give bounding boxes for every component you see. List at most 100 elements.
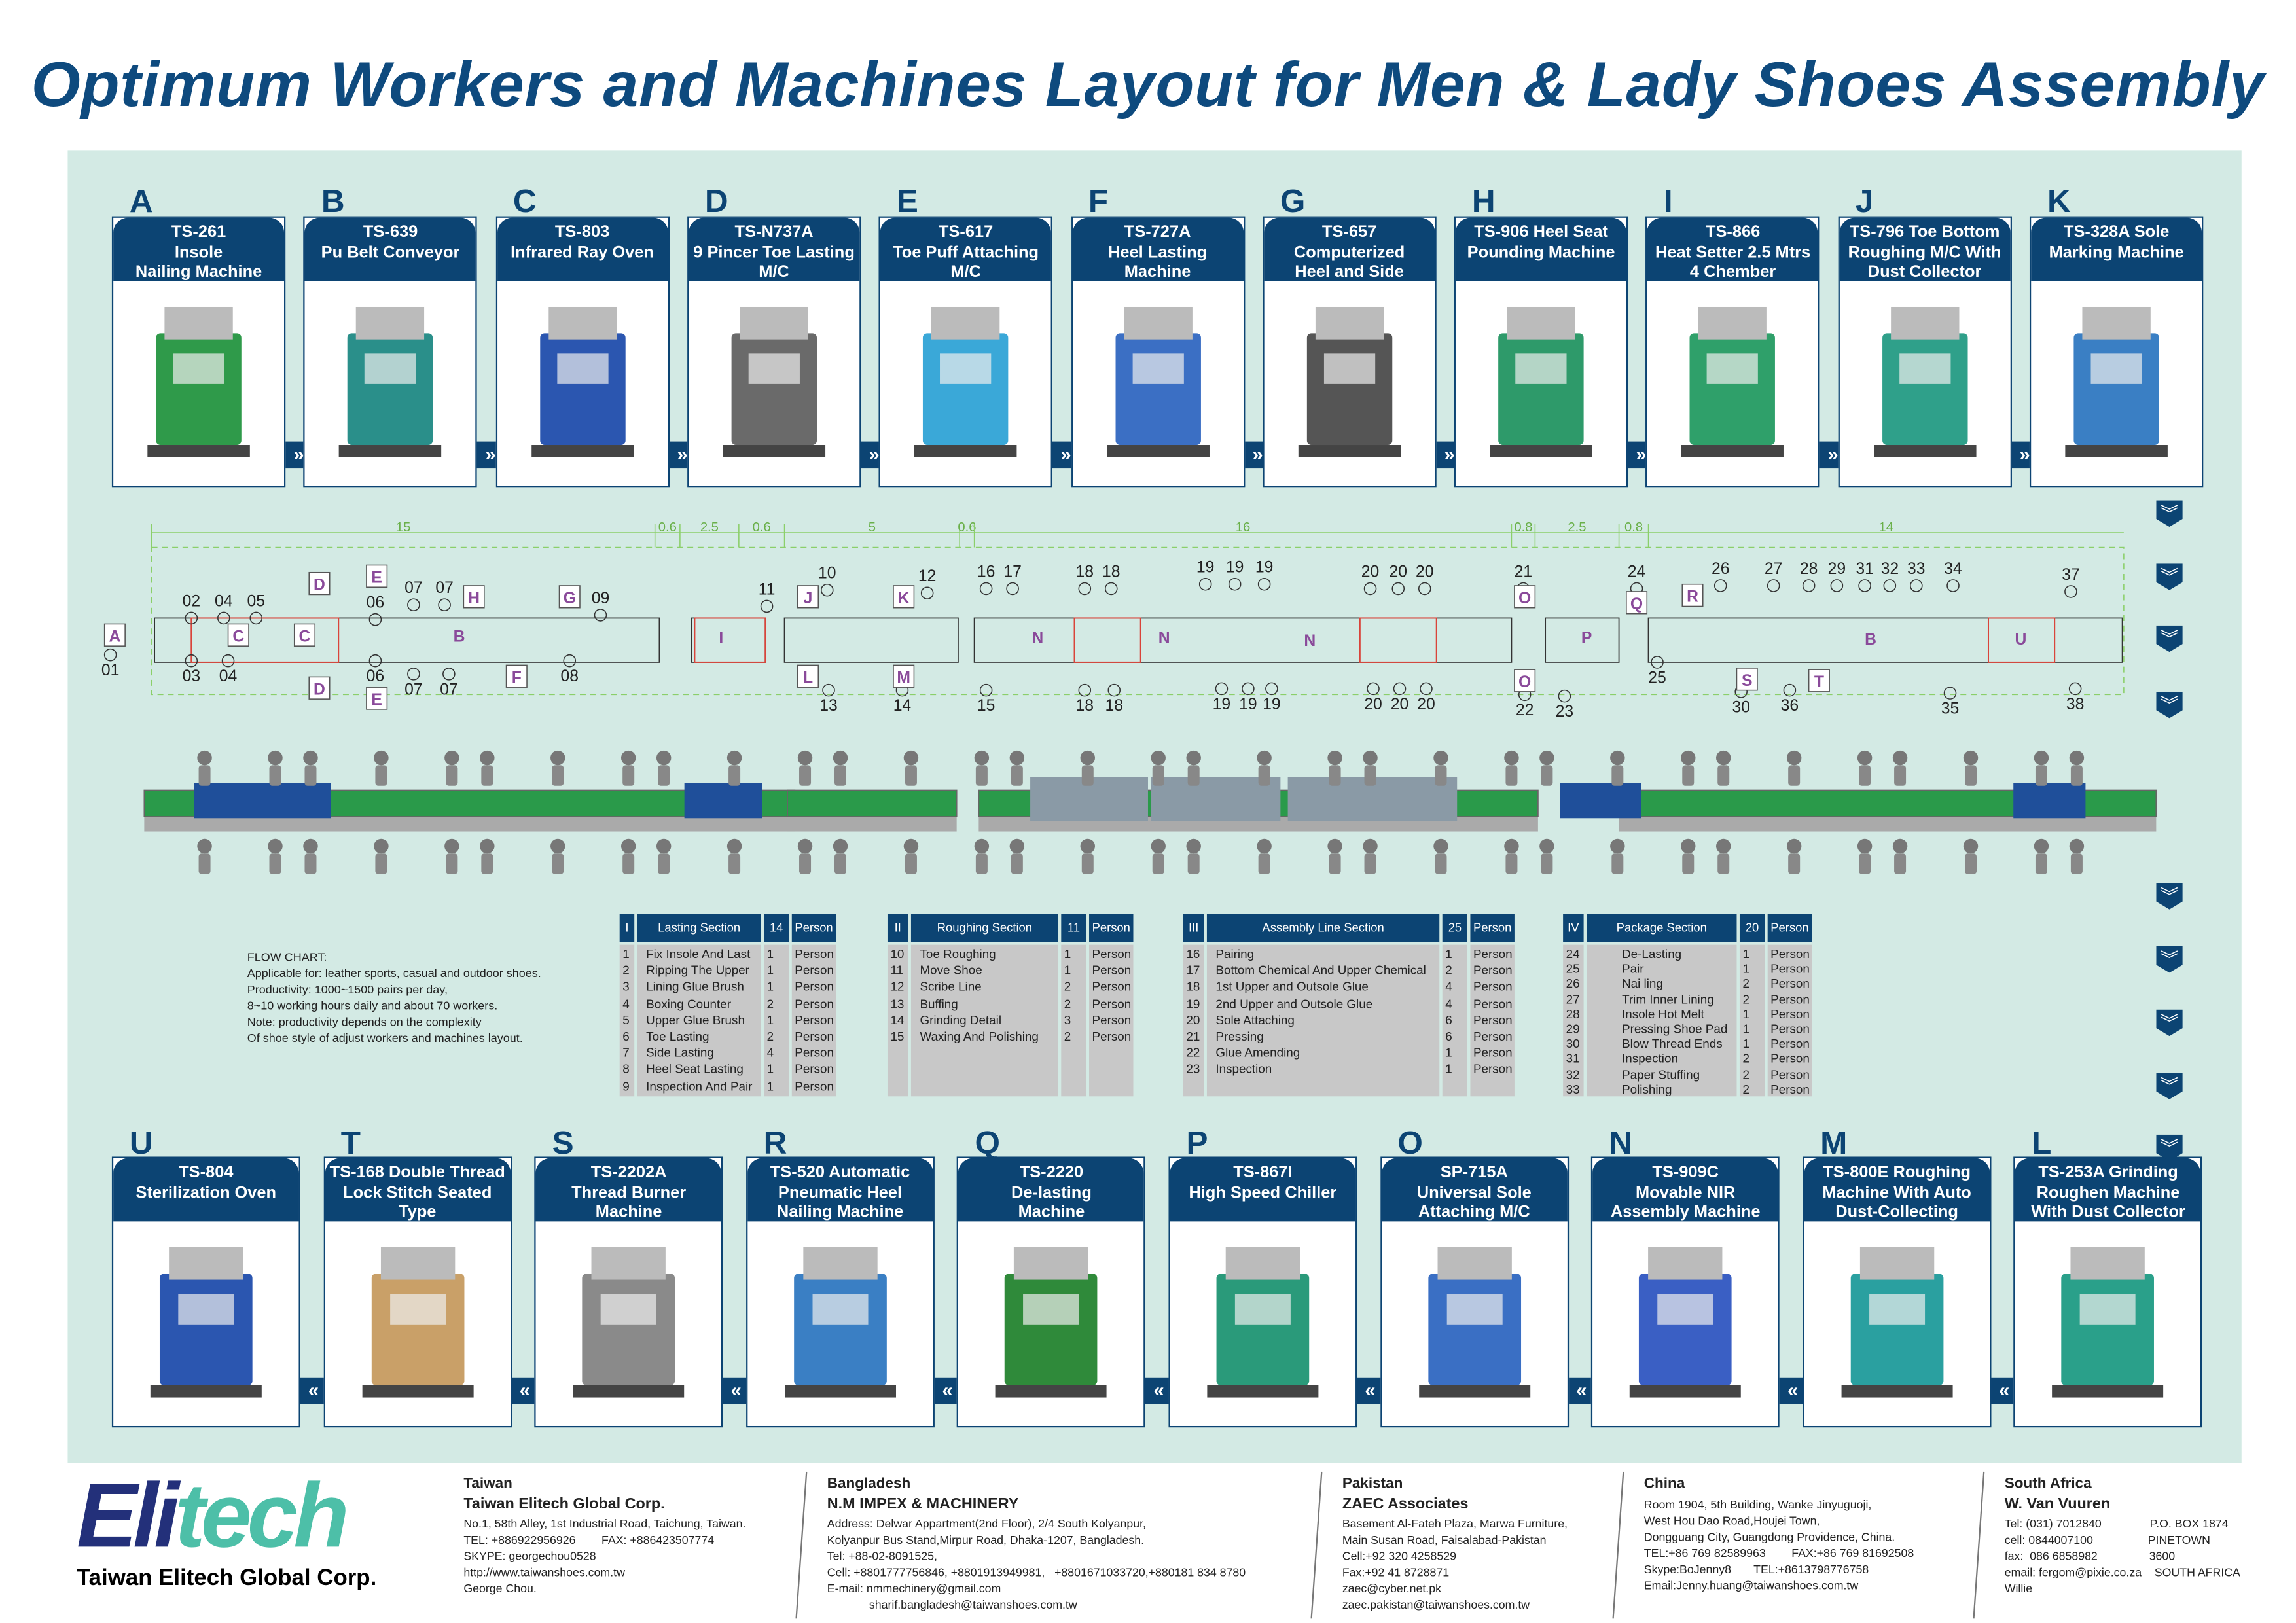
table-cell: 1 <box>766 946 774 961</box>
table-cell: Pairing <box>1215 946 1255 961</box>
contact-company: Taiwan Elitech Global Corp. <box>463 1496 665 1513</box>
table-header-cell: II <box>887 914 908 942</box>
contact-line: sharif.bangladesh@taiwanshoes.com.tw <box>827 1598 1077 1612</box>
table-cell: Person <box>795 1044 834 1060</box>
table-cell: 2 <box>1742 1051 1749 1066</box>
worker-position-number: 14 <box>893 697 912 715</box>
station-marker: B <box>1865 631 1876 649</box>
machine-card[interactable]: TS-253A Grinding Roughen Machine With Du… <box>2014 1156 2202 1428</box>
machine-title: TS-639 Pu Belt Conveyor <box>305 217 476 281</box>
machine-card[interactable]: TS-804 Sterilization Oven <box>111 1156 300 1428</box>
table-cell: Glue Amending <box>1215 1044 1300 1060</box>
table-cell: 1 <box>1742 1036 1749 1051</box>
contact-line: Cell: +8801777756846, +8801913949981, +8… <box>827 1565 1246 1579</box>
worker-position-number: 21 <box>1515 563 1533 580</box>
table-header-cell: 20 <box>1739 914 1765 942</box>
machine-card[interactable]: TS-2202A Thread Burner Machine <box>534 1156 723 1428</box>
machine-card[interactable]: TS-168 Double Thread Lock Stitch Seated … <box>323 1156 512 1428</box>
machine-card[interactable]: TS-866 Heat Setter 2.5 Mtrs 4 Chember <box>1645 216 1820 488</box>
contact-line: Tel: +88-02-8091525, <box>827 1549 938 1563</box>
worker-position-number: 05 <box>247 592 266 610</box>
table-cell: Buffing <box>920 995 958 1010</box>
table-cell: Person <box>1770 1051 1810 1066</box>
machine-card[interactable]: TS-2220 De-lasting Machine <box>957 1156 1146 1428</box>
machine-card[interactable]: TS-639 Pu Belt Conveyor <box>303 216 478 488</box>
worker-position-number: 34 <box>1944 560 1962 578</box>
station-letter: B <box>321 182 345 220</box>
table-cell: 8 <box>622 1061 630 1077</box>
machine-card[interactable]: TS-906 Heel Seat Pounding Machine <box>1454 216 1628 488</box>
machine-card[interactable]: TS-800E Roughing Machine With Auto Dust-… <box>1803 1156 1992 1428</box>
station-marker: H <box>468 590 480 607</box>
table-cell: Lining Glue Brush <box>646 979 744 994</box>
station-letter: P <box>1186 1124 1208 1162</box>
conveyor-outline <box>154 617 660 663</box>
station-marker: P <box>1581 630 1592 647</box>
machine-card[interactable]: TS-727A Heel Lasting Machine <box>1070 216 1245 488</box>
machine-card[interactable]: TS-803 Infrared Ray Oven <box>495 216 670 488</box>
machine-card[interactable]: SP-715A Universal Sole Attaching M/C <box>1380 1156 1569 1428</box>
contact-line: Kolyanpur Bus Stand,Mirpur Road, Dhaka-1… <box>827 1533 1145 1547</box>
logo-mark-light: tech <box>175 1465 349 1567</box>
contact-line: George Chou. <box>463 1582 537 1596</box>
machine-card[interactable]: TS-867l High Speed Chiller <box>1168 1156 1357 1428</box>
table-cell: 4 <box>766 1044 774 1060</box>
table-cell: 18 <box>1186 979 1200 994</box>
machine-card[interactable]: TS-796 Toe Bottom Roughing M/C With Dust… <box>1837 216 2012 488</box>
contact-country: Pakistan <box>1342 1476 1403 1493</box>
table-cell: 7 <box>622 1044 630 1060</box>
table-cell: Toe Roughing <box>920 946 996 961</box>
machine-card[interactable]: TS-520 Automatic Pneumatic Heel Nailing … <box>745 1156 935 1428</box>
worker-figure <box>656 750 672 786</box>
machine-title: TS-617 Toe Puff Attaching M/C <box>880 217 1051 281</box>
worker-figure <box>1186 838 1201 874</box>
station-marker: C <box>232 628 244 645</box>
table-cell: 4 <box>1445 979 1452 994</box>
worker-position-number: 06 <box>367 594 385 612</box>
worker-figure <box>1857 750 1873 786</box>
machine-card[interactable]: TS-328A Sole Marking Machine <box>2029 216 2204 488</box>
logo-company-name: Taiwan Elitech Global Corp. <box>76 1565 377 1591</box>
worker-figure <box>1080 750 1096 786</box>
table-cell: Trim Inner Lining <box>1622 991 1714 1007</box>
machine-title: TS-520 Automatic Pneumatic Heel Nailing … <box>747 1158 933 1222</box>
machine-image <box>2065 306 2168 457</box>
machine-title: TS-253A Grinding Roughen Machine With Du… <box>2015 1158 2201 1222</box>
worker-figure <box>1363 838 1378 874</box>
arrow-left-icon: « <box>1145 1377 1172 1404</box>
machine-card[interactable]: TS-N737A 9 Pincer Toe Lasting M/C <box>687 216 861 488</box>
machine-card[interactable]: TS-909C Movable NIR Assembly Machine <box>1591 1156 1780 1428</box>
table-cell: 1 <box>1742 1006 1749 1022</box>
worker-figure <box>1257 750 1272 786</box>
worker-figure <box>374 838 389 874</box>
table-cell: Person <box>1770 1081 1810 1096</box>
table-cell: 5 <box>622 1012 630 1027</box>
worker-figure <box>1786 750 1802 786</box>
dimension-label: 2.5 <box>1568 520 1586 535</box>
table-cell: Person <box>1770 1006 1810 1022</box>
worker-position-number: 11 <box>759 580 776 598</box>
worker-figure <box>268 750 283 786</box>
worker-figure <box>1857 838 1873 874</box>
dimension-label: 0.8 <box>1514 520 1532 535</box>
station-letter: H <box>1471 182 1496 220</box>
table-cell: 25 <box>1566 961 1580 976</box>
machine-card[interactable]: TS-657 Computerized Heel and Side Lastin… <box>1262 216 1437 488</box>
machine-card[interactable]: TS-617 Toe Puff Attaching M/C <box>878 216 1053 488</box>
table-cell: Person <box>1092 995 1132 1010</box>
table-cell: Person <box>1092 979 1132 994</box>
table-header-cell: IV <box>1563 914 1584 942</box>
worker-position-number: 26 <box>1712 560 1730 578</box>
dimension-label: 0.6 <box>658 520 677 535</box>
table-cell: Person <box>795 946 834 961</box>
worker-figure <box>480 750 495 786</box>
worker-position-number: 27 <box>1765 560 1783 578</box>
table-cell: Person <box>795 1012 834 1027</box>
machine-image <box>339 306 442 457</box>
worker-figure <box>444 750 459 786</box>
machine-card[interactable]: TS-261 Insole Nailing Machine <box>111 216 286 488</box>
worker-figure <box>833 750 848 786</box>
worker-figure <box>2034 750 2049 786</box>
